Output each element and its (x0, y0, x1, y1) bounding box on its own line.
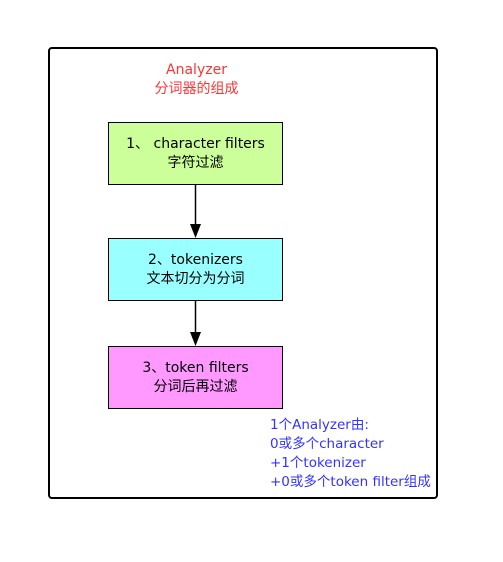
note-line-4: +0或多个token filter组成 (270, 474, 431, 490)
step-tokenizers-box: 2、tokenizers 文本切分为分词 (108, 238, 283, 301)
step-character-filters-desc: 字符过滤 (167, 154, 224, 171)
step-tokenizers-desc: 文本切分为分词 (146, 270, 245, 287)
note-line-3: +1个tokenizer (270, 455, 366, 471)
note-line-1: 1个Analyzer由: (270, 417, 369, 433)
analyzer-composition-note: 1个Analyzer由: 0或多个character +1个tokenizer … (270, 416, 431, 492)
note-line-2: 0或多个character (270, 436, 384, 452)
step-tokenizers-label: 2、tokenizers (148, 251, 243, 268)
step-token-filters-label: 3、token filters (142, 359, 249, 376)
step-token-filters-desc: 分词后再过滤 (153, 378, 238, 395)
diagram-subtitle: 分词器的组成 (154, 81, 239, 97)
step-token-filters-box: 3、token filters 分词后再过滤 (108, 346, 283, 409)
step-character-filters-label: 1、 character filters (126, 135, 265, 152)
step-character-filters-box: 1、 character filters 字符过滤 (108, 122, 283, 185)
diagram-title: Analyzer (166, 62, 227, 78)
